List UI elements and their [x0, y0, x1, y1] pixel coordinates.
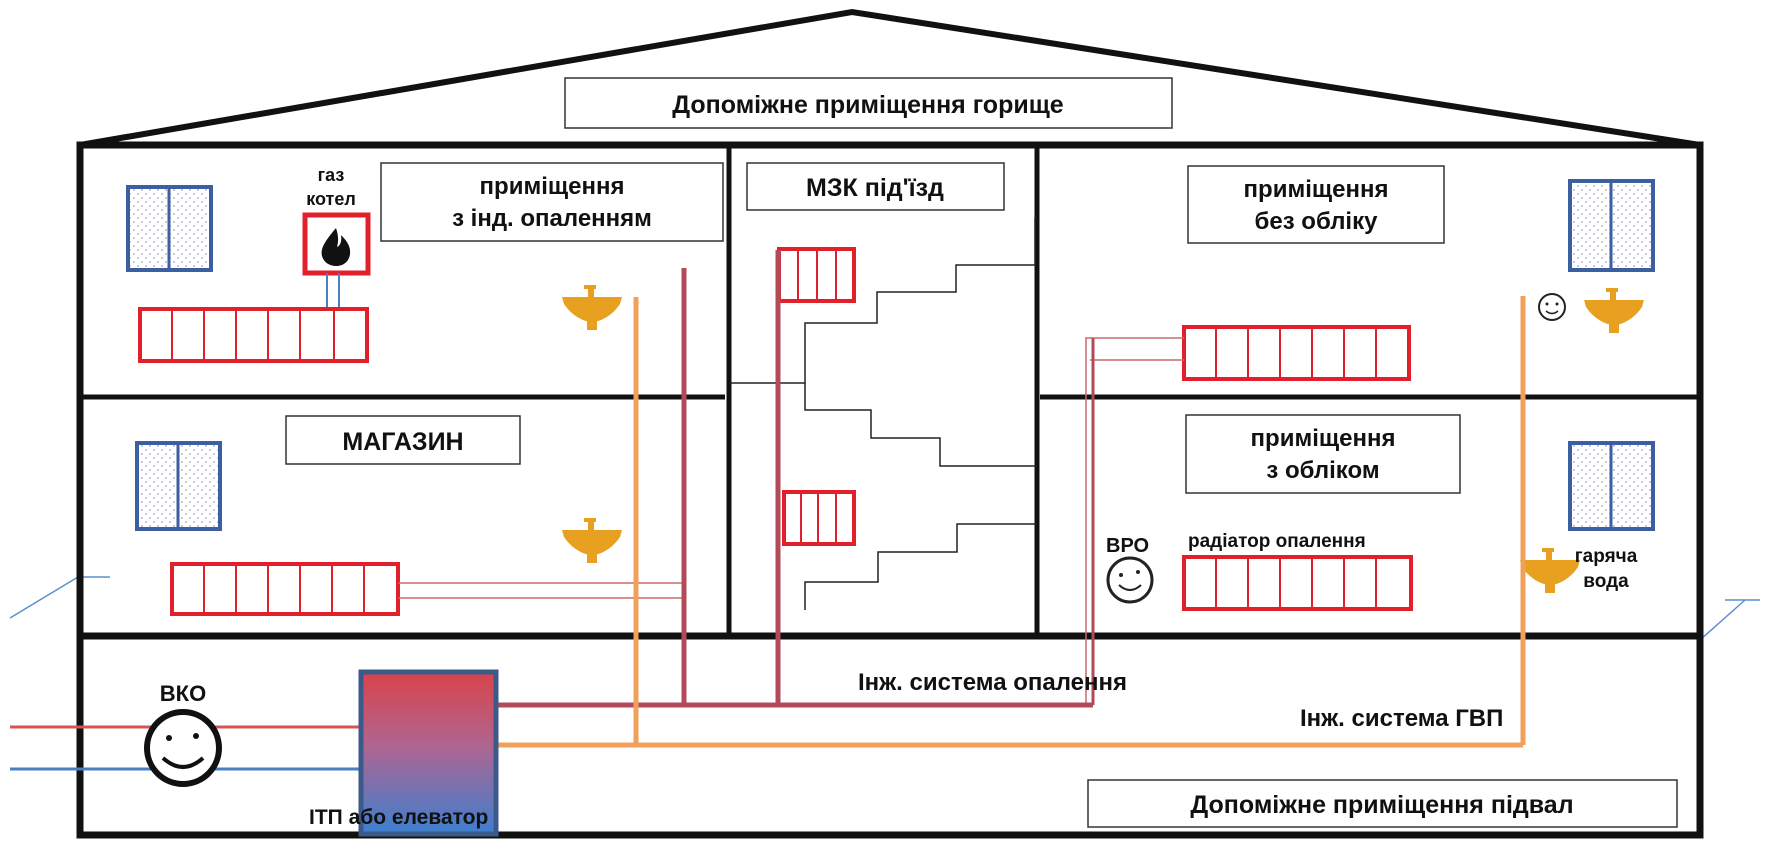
- stairs-upper: [730, 217, 1037, 384]
- ind-heating-label-1: приміщення: [480, 173, 625, 200]
- hot-water-system-label: Інж. система ГВП: [1300, 705, 1503, 732]
- roof: [79, 8, 1701, 148]
- meter-icon: [1106, 556, 1154, 604]
- hot-water-label-1: гаряча: [1575, 546, 1638, 567]
- stairs-middle: [804, 383, 1037, 467]
- house-outline: [76, 141, 1704, 839]
- window-icon: [1568, 441, 1655, 531]
- no-metering-pipe-1: [1085, 337, 1184, 705]
- entrance-label-box: [746, 162, 1005, 211]
- attic-label: Допоміжне приміщення горище: [672, 91, 1064, 119]
- shop-label: МАГАЗИН: [342, 428, 463, 456]
- radiator: [1182, 555, 1413, 611]
- heating-system-label: Інж. система опалення: [858, 669, 1127, 696]
- no-metering-label-2: без обліку: [1255, 208, 1379, 235]
- window-icon: [135, 441, 222, 531]
- no-metering-label-box: [1187, 165, 1445, 244]
- sink-icon: [1584, 288, 1644, 333]
- basement-label: Допоміжне приміщення підвал: [1190, 791, 1573, 819]
- gas-boiler-label-2: котел: [306, 189, 356, 209]
- ind-heating-label-2: з інд. опаленням: [452, 205, 652, 232]
- ground-line-right-slope: [1699, 599, 1746, 641]
- with-metering-label-box: [1185, 414, 1461, 494]
- ground-line-left: [9, 576, 79, 619]
- itp-label: ІТП або елеватор: [309, 806, 488, 829]
- radiator: [170, 562, 400, 616]
- hot-water-label-2: вода: [1583, 571, 1629, 592]
- sink-icon: [562, 518, 622, 563]
- window-icon: [126, 185, 213, 272]
- entrance-label: МЗК під'їзд: [806, 174, 944, 202]
- vko-label: ВКО: [160, 681, 206, 706]
- stairs-lower: [804, 523, 1037, 610]
- window-icon: [1568, 179, 1655, 272]
- radiator: [777, 247, 856, 303]
- meter-icon: [1538, 293, 1566, 321]
- sink-icon: [1520, 548, 1580, 593]
- itp-unit: [358, 669, 499, 837]
- radiator-label: радіатор опалення: [1188, 531, 1366, 552]
- ind-heating-label-box: [380, 162, 724, 242]
- attic-label-box: [564, 77, 1173, 129]
- gas-boiler-label-1: газ: [318, 165, 345, 185]
- meter-icon: [144, 709, 222, 787]
- with-metering-label-2: з обліком: [1266, 457, 1379, 484]
- vro-label: ВРО: [1106, 535, 1149, 557]
- basement-label-box: [1087, 779, 1678, 828]
- radiator: [1182, 325, 1411, 381]
- flame-icon: [321, 228, 351, 266]
- radiator: [782, 490, 856, 546]
- no-metering-label-1: приміщення: [1244, 176, 1389, 203]
- with-metering-label-1: приміщення: [1251, 425, 1396, 452]
- shop-label-box: [285, 415, 521, 465]
- radiator: [138, 307, 369, 363]
- sink-icon: [562, 285, 622, 330]
